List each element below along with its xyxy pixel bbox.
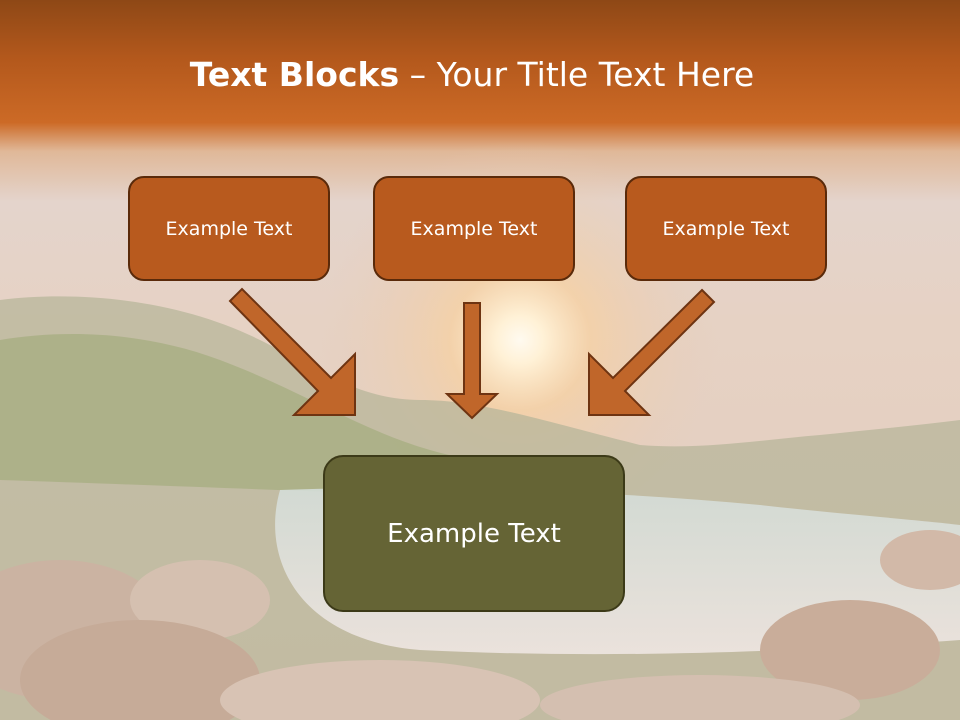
title-dash: – — [399, 55, 437, 94]
text-block-center: Example Text — [373, 176, 575, 281]
target-block-label: Example Text — [387, 518, 561, 549]
arrow-right — [588, 288, 716, 416]
title-rest: Your Title Text Here — [436, 55, 755, 94]
target-block: Example Text — [323, 455, 625, 612]
text-block-center-label: Example Text — [410, 217, 538, 240]
page-title: Text Blocks – Your Title Text Here — [0, 55, 944, 94]
arrow-center — [444, 302, 500, 420]
text-block-right: Example Text — [625, 176, 827, 281]
text-block-left: Example Text — [128, 176, 330, 281]
title-bold: Text Blocks — [189, 55, 400, 94]
text-block-left-label: Example Text — [165, 217, 293, 240]
text-block-right-label: Example Text — [662, 217, 790, 240]
arrow-left — [228, 287, 356, 416]
